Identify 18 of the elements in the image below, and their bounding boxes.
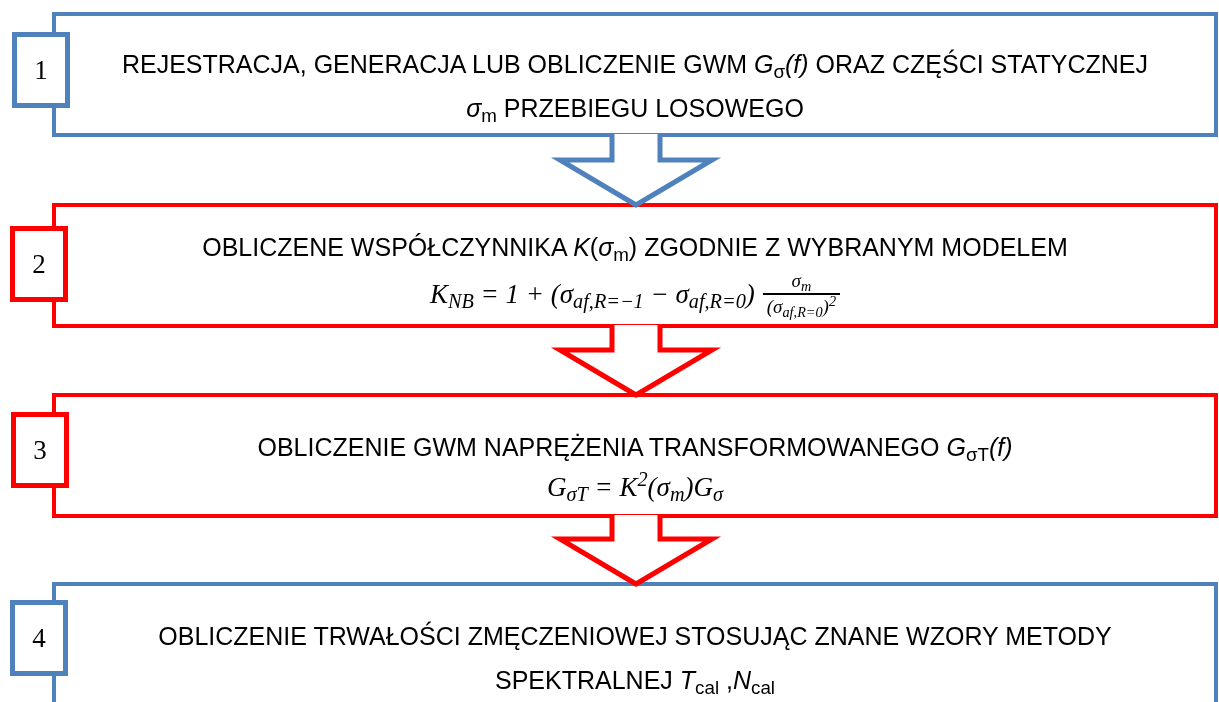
step-number: 1 xyxy=(12,32,70,108)
step-text: OBLICZENIE GWM NAPRĘŻENIA TRANSFORMOWANEGO G$_{σT}$(f) xyxy=(257,432,1013,467)
formula: K$_{NB}$ = 1 + (σ$_{af,R=−1}$ − σ$_{af,R=0}$) xyxy=(429,278,755,312)
formula: G$_{σT}$ = K$^{2}$(σ$_{m}$)G$_{σ}$ xyxy=(546,469,723,505)
step-number: 3 xyxy=(11,412,69,488)
step-text: OBLICZENIE TRWAŁOŚCI ZMĘCZENIOWEJ STOSUJĄC ZNANE WZORY METODY SPEKTRALNEJ T$_{cal}$ ,N$_{cal}$ xyxy=(157,620,1113,700)
block-arrow xyxy=(550,322,722,398)
step-number: 2 xyxy=(10,226,68,302)
block-arrow xyxy=(550,131,722,208)
process-box xyxy=(52,393,1218,518)
process-box xyxy=(52,12,1218,137)
process-box xyxy=(52,582,1218,702)
block-arrow xyxy=(550,512,722,587)
step-text: REJESTRACJA, GENERACJA LUB OBLICZENIE GWM G$_{σ}$(f) ORAZ CZĘŚCI STATYCZNEJ σ$_{m}$ PRZEBIEGU LOSOWEGO xyxy=(120,48,1150,128)
process-box xyxy=(52,203,1218,328)
step-number: 4 xyxy=(10,600,68,676)
step-text: OBLICZENE WSPÓŁCZYNNIKA K(σ$_{m}$) ZGODNIE Z WYBRANYM MODELEM xyxy=(202,232,1068,267)
fraction: σ$_{m}$ (σ$_{af,R=0}$)$^{2}$ xyxy=(762,269,841,319)
